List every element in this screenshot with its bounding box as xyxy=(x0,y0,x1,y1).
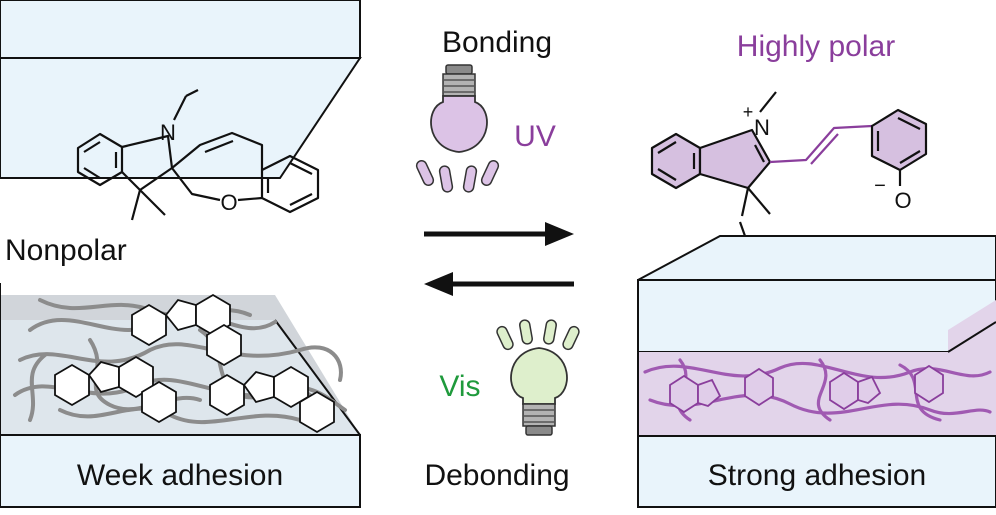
left-arrow-icon xyxy=(424,272,574,296)
right-top-block xyxy=(637,235,996,353)
atom-n-right: N xyxy=(754,115,770,140)
highly-polar-label: Highly polar xyxy=(737,30,895,63)
atom-o-right: O xyxy=(894,188,911,213)
vis-label: Vis xyxy=(439,370,480,403)
left-top-block xyxy=(0,0,362,179)
left-spiropyran-units xyxy=(54,293,335,434)
atom-o-left: O xyxy=(220,190,237,215)
strong-adhesion-label: Strong adhesion xyxy=(708,459,927,492)
uv-label: UV xyxy=(514,120,556,153)
n-positive-charge: + xyxy=(743,102,754,122)
merocyanine-molecule xyxy=(650,91,928,237)
debonding-label: Debonding xyxy=(424,459,569,492)
bonding-label: Bonding xyxy=(442,26,552,59)
weak-adhesion-label: Week adhesion xyxy=(77,459,283,492)
left-bottom-block xyxy=(0,283,361,508)
spiropyran-molecule xyxy=(76,89,320,221)
right-merocyanine-units xyxy=(669,364,944,414)
atom-n-left: N xyxy=(160,120,176,145)
right-bottom-block xyxy=(637,352,996,508)
uv-light-bulb-icon xyxy=(415,64,500,193)
nonpolar-label: Nonpolar xyxy=(5,234,127,267)
right-arrow-icon xyxy=(424,222,574,246)
o-negative-charge: − xyxy=(874,175,886,197)
visible-light-bulb-icon xyxy=(496,319,580,436)
